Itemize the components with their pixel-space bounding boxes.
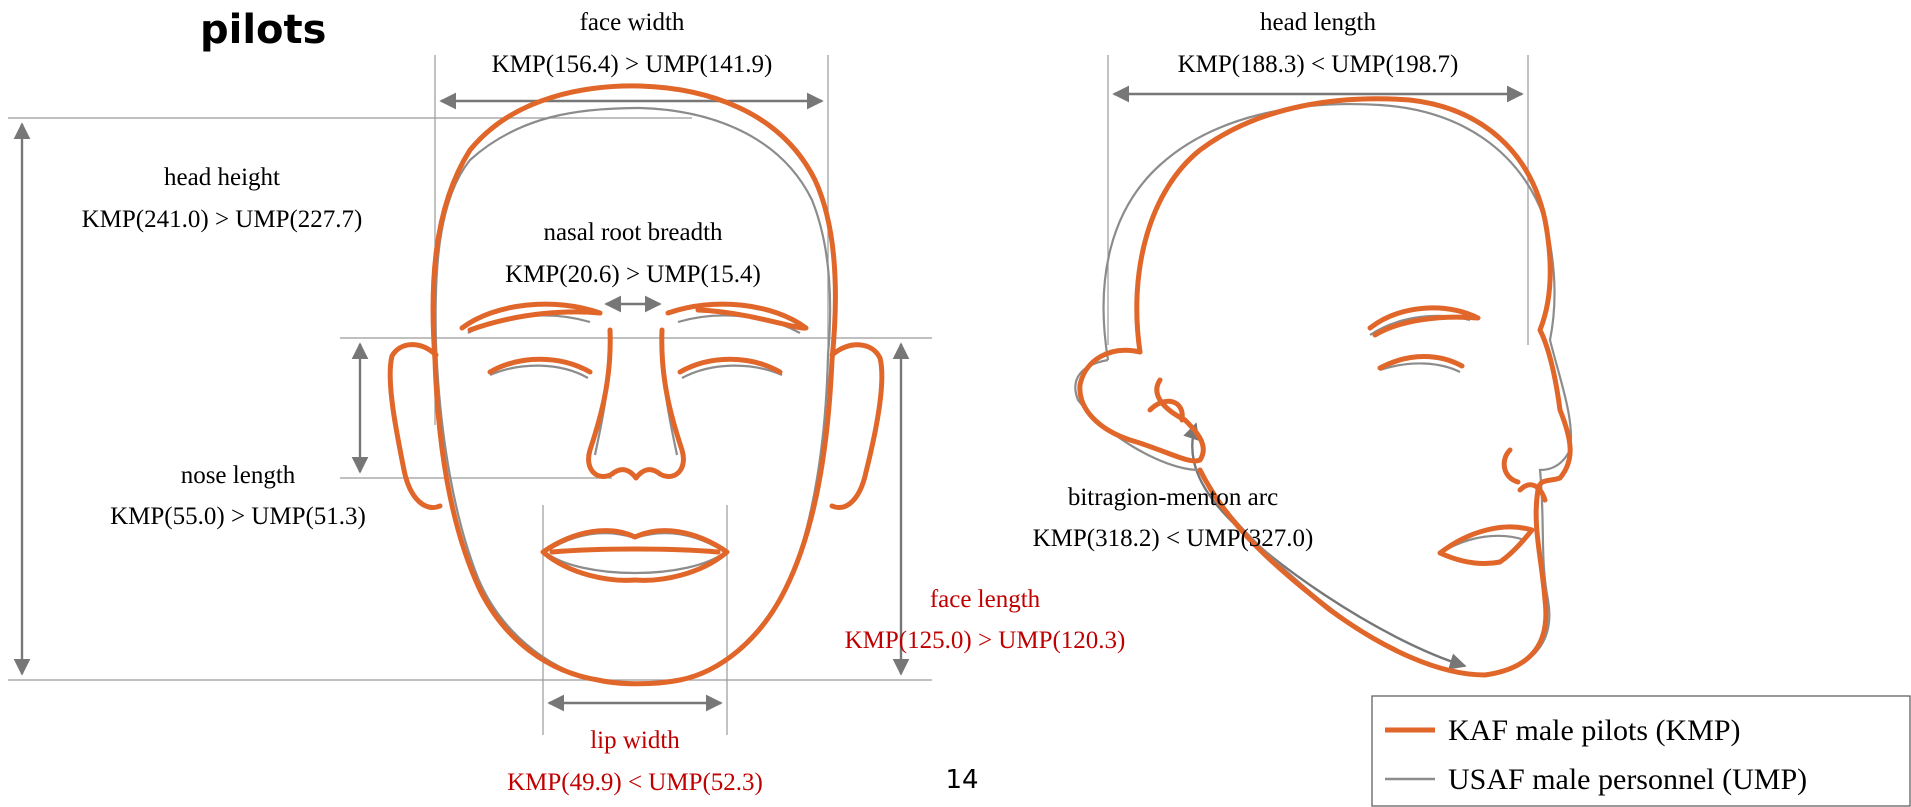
kmp-nose bbox=[589, 330, 684, 478]
ump-profile-outline bbox=[1075, 104, 1571, 675]
legend-ump-label: USAF male personnel (UMP) bbox=[1448, 763, 1807, 796]
nasal-root-value: KMP(20.6) > UMP(15.4) bbox=[505, 261, 761, 288]
ump-head-outline bbox=[436, 108, 831, 685]
kmp-ear-right bbox=[832, 345, 882, 508]
side-profile-kmp-outline bbox=[1080, 99, 1570, 675]
head-height-value: KMP(241.0) > UMP(227.7) bbox=[82, 206, 363, 233]
face-width-name: face width bbox=[580, 9, 685, 36]
head-length-value: KMP(188.3) < UMP(198.7) bbox=[1178, 51, 1459, 78]
bitragion-value: KMP(318.2) < UMP(327.0) bbox=[1033, 525, 1314, 552]
page-number: 14 bbox=[945, 765, 978, 795]
bitragion-name: bitragion-menton arc bbox=[1068, 484, 1278, 511]
side-profile-ump-outline bbox=[1075, 104, 1571, 675]
face-length-value: KMP(125.0) > UMP(120.3) bbox=[845, 627, 1126, 654]
kmp-profile-outline bbox=[1137, 99, 1570, 675]
front-face-kmp-outline bbox=[390, 86, 882, 684]
kmp-profile-nostril bbox=[1504, 450, 1518, 482]
guide-lines bbox=[8, 55, 1528, 735]
legend: KAF male pilots (KMP) USAF male personne… bbox=[1372, 696, 1910, 806]
nose-length-value: KMP(55.0) > UMP(51.3) bbox=[110, 503, 366, 530]
kmp-ear-left bbox=[390, 345, 440, 508]
nasal-root-name: nasal root breadth bbox=[543, 219, 723, 246]
front-face-ump-outline bbox=[436, 108, 831, 685]
head-length-name: head length bbox=[1260, 9, 1376, 36]
head-height-name: head height bbox=[164, 164, 280, 191]
kmp-profile-lips bbox=[1440, 527, 1532, 564]
kmp-profile-ear bbox=[1080, 350, 1203, 461]
nose-length-name: nose length bbox=[181, 462, 296, 489]
face-width-value: KMP(156.4) > UMP(141.9) bbox=[492, 51, 773, 78]
kmp-brow-left bbox=[462, 304, 600, 330]
lip-width-value: KMP(49.9) < UMP(52.3) bbox=[507, 769, 763, 796]
kmp-brow-right bbox=[668, 304, 806, 328]
kmp-head-outline bbox=[433, 86, 835, 684]
page-title: pilots bbox=[200, 7, 326, 53]
kmp-profile-brow bbox=[1370, 308, 1478, 335]
lip-width-name: lip width bbox=[590, 727, 680, 754]
legend-kmp-label: KAF male pilots (KMP) bbox=[1448, 714, 1741, 747]
face-length-name: face length bbox=[930, 586, 1041, 613]
